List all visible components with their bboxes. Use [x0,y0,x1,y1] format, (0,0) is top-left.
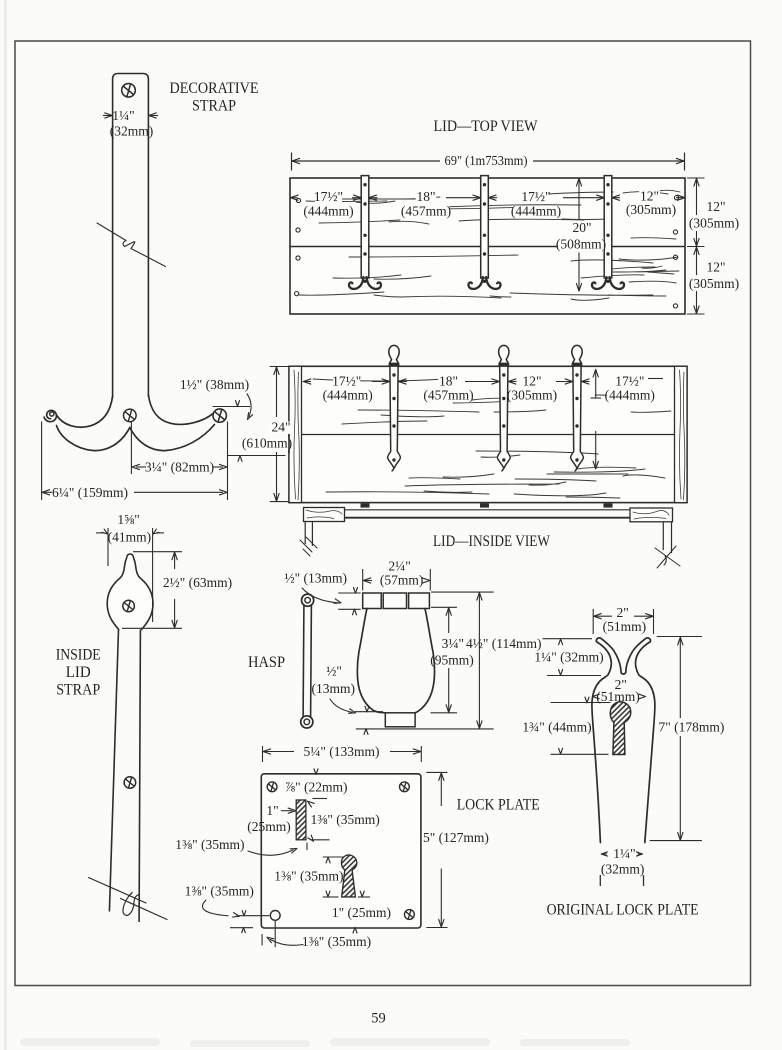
svg-text:1⅝": 1⅝" [117,512,139,527]
svg-text:(305mm): (305mm) [626,202,676,217]
svg-text:(57mm): (57mm) [380,573,424,588]
svg-text:STRAP: STRAP [192,98,236,115]
svg-text:20": 20" [572,220,591,235]
svg-text:⅞" (22mm): ⅞" (22mm) [285,780,348,795]
svg-text:(444mm): (444mm) [605,388,655,403]
svg-text:1⅜" (35mm): 1⅜" (35mm) [274,869,343,884]
svg-text:(51mm): (51mm) [596,689,640,704]
svg-text:1⅜" (35mm): 1⅜" (35mm) [302,934,371,949]
svg-text:(32mm): (32mm) [601,862,645,877]
svg-text:1¼": 1¼" [112,108,134,123]
svg-text:1⅜" (35mm): 1⅜" (35mm) [175,837,244,852]
svg-text:(444mm): (444mm) [511,204,561,219]
svg-text:STRAP: STRAP [56,682,100,699]
svg-text:INSIDE: INSIDE [56,647,101,664]
svg-text:1¼" (32mm): 1¼" (32mm) [534,650,603,665]
svg-text:6¼" (159mm): 6¼" (159mm) [52,485,128,500]
svg-text:1" (25mm): 1" (25mm) [332,905,391,920]
svg-text:(457mm): (457mm) [401,204,451,219]
svg-text:17½": 17½" [314,189,343,204]
svg-text:(95mm): (95mm) [430,653,474,668]
svg-text:12": 12" [640,189,659,204]
svg-text:1⅜" (35mm): 1⅜" (35mm) [311,812,380,827]
svg-text:7" (178mm): 7" (178mm) [659,720,725,735]
svg-text:(305mm): (305mm) [507,388,557,403]
svg-text:12": 12" [522,374,541,389]
svg-text:(444mm): (444mm) [303,204,353,219]
svg-text:½": ½" [326,664,342,679]
svg-text:17½": 17½" [521,189,550,204]
svg-text:1⅜" (35mm): 1⅜" (35mm) [185,883,254,898]
svg-text:LOCK PLATE: LOCK PLATE [457,797,540,814]
svg-text:3¼": 3¼" [442,636,464,651]
svg-text:(51mm): (51mm) [603,619,647,634]
svg-text:ORIGINAL LOCK PLATE: ORIGINAL LOCK PLATE [547,902,699,919]
svg-text:DECORATIVE: DECORATIVE [170,80,259,97]
svg-text:1¾" (44mm): 1¾" (44mm) [522,720,591,735]
svg-text:2½" (63mm): 2½" (63mm) [163,575,232,590]
svg-text:1¼": 1¼" [613,846,635,861]
svg-text:(305mm): (305mm) [689,216,739,231]
svg-text:17½": 17½" [332,374,361,389]
svg-text:12": 12" [706,260,725,275]
svg-text:(457mm): (457mm) [423,388,473,403]
svg-text:18": 18" [439,374,458,389]
svg-text:(32mm): (32mm) [110,124,154,139]
svg-text:17½": 17½" [615,374,644,389]
svg-text:12": 12" [706,199,725,214]
svg-text:(610mm): (610mm) [242,436,292,451]
svg-text:4½" (114mm): 4½" (114mm) [466,636,542,651]
svg-text:½" (13mm): ½" (13mm) [284,571,347,586]
svg-text:(41mm): (41mm) [108,530,152,545]
svg-text:LID—TOP VIEW: LID—TOP VIEW [434,118,538,135]
svg-text:1": 1" [266,803,278,818]
svg-text:2": 2" [615,677,627,692]
svg-text:3¼" (82mm): 3¼" (82mm) [145,460,214,475]
svg-text:59: 59 [371,1011,386,1027]
svg-text:2": 2" [616,605,628,620]
svg-text:(444mm): (444mm) [323,388,373,403]
svg-text:5" (127mm): 5" (127mm) [423,830,489,845]
svg-text:HASP: HASP [248,654,285,671]
svg-text:69" (1m753mm): 69" (1m753mm) [445,153,528,168]
svg-text:18": 18" [416,189,435,204]
svg-text:2¼": 2¼" [388,559,410,574]
svg-text:(305mm): (305mm) [689,276,739,291]
svg-text:(13mm): (13mm) [312,681,356,696]
svg-text:(508mm): (508mm) [556,237,606,252]
svg-text:1½" (38mm): 1½" (38mm) [180,377,249,392]
svg-text:(25mm): (25mm) [247,819,291,834]
svg-text:LID: LID [66,664,91,681]
svg-text:24": 24" [271,420,290,435]
svg-text:5¼" (133mm): 5¼" (133mm) [303,744,379,759]
svg-text:LID—INSIDE VIEW: LID—INSIDE VIEW [433,533,550,550]
